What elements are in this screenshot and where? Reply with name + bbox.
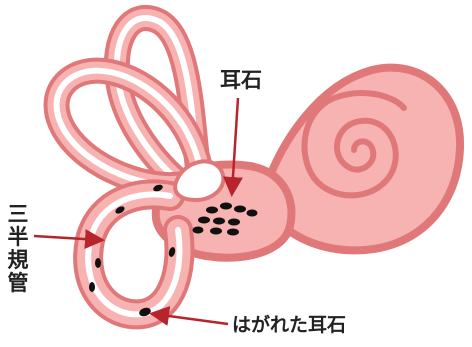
- otolith-label: 耳石: [220, 70, 262, 91]
- otolith: [206, 207, 218, 214]
- otolith: [220, 203, 232, 210]
- otolith: [247, 210, 258, 217]
- semicircular-canal-label: 三 半 規 管: [6, 203, 30, 295]
- otolith: [213, 218, 225, 225]
- detached-otolith-label: はがれた耳石: [232, 316, 346, 335]
- semicircular-canal-char: 管: [6, 272, 30, 295]
- otolith: [210, 228, 222, 235]
- semicircular-canal-char: 三: [6, 203, 30, 226]
- otolith: [228, 219, 240, 226]
- otolith: [234, 206, 246, 213]
- semicircular-canal-char: 規: [6, 249, 30, 272]
- detached-otolith: [89, 282, 95, 292]
- otolith: [198, 217, 210, 224]
- otolith: [193, 227, 204, 234]
- semicircular-canal-char: 半: [6, 226, 30, 249]
- detached-otolith: [95, 258, 101, 268]
- semicircular-canals: [57, 18, 224, 314]
- otolith: [227, 229, 239, 236]
